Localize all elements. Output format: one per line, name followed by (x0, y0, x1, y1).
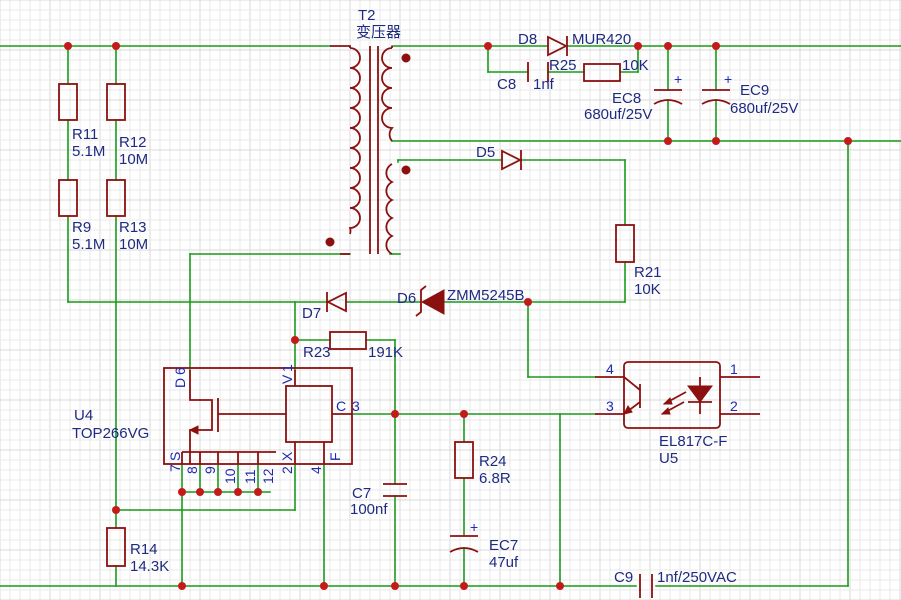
r14-value: 14.3K (130, 558, 169, 575)
capacitor-ec7 (449, 535, 479, 553)
capacitor-ec9 (701, 89, 731, 105)
optocoupler-u5 (595, 361, 760, 429)
transformer-t2 (325, 45, 411, 255)
u4-pin-s: S (167, 452, 183, 461)
capacitor-c7 (383, 483, 407, 497)
r12-ref: R12 (119, 134, 147, 151)
t2-value: 变压器 (356, 24, 401, 41)
r23-value: 191K (368, 344, 403, 361)
r21-value: 10K (634, 281, 661, 298)
zener-d6 (415, 285, 445, 317)
capacitor-c9 (639, 574, 653, 598)
r25-ref: R25 (549, 57, 577, 74)
u4-pin-c-num: 3 (352, 398, 360, 414)
capacitor-ec8 (653, 89, 683, 105)
d6-ref: D6 (397, 290, 416, 307)
resistor-r13 (106, 179, 126, 217)
r14-ref: R14 (130, 541, 158, 558)
u4-pin-f: F (327, 452, 343, 461)
u5-pin-2: 2 (730, 398, 738, 414)
ec9-plus: + (724, 71, 732, 87)
wires (0, 45, 901, 587)
c7-value: 100nf (350, 501, 388, 518)
r9-ref: R9 (72, 219, 91, 236)
u4-pin-9: 9 (202, 466, 218, 474)
r12-value: 10M (119, 151, 148, 168)
resistor-r14 (106, 527, 126, 567)
u5-pin-3: 3 (606, 398, 614, 414)
diode-d7 (325, 291, 347, 313)
u4-pin-d-num: 6 (172, 367, 188, 375)
u4-pin-s-num: 7 (167, 464, 183, 472)
resistor-r12 (106, 83, 126, 121)
u4-pin-8: 8 (184, 466, 200, 474)
ec9-ref: EC9 (740, 82, 769, 99)
r24-ref: R24 (479, 453, 507, 470)
u5-value: EL817C-F (659, 433, 727, 450)
d8-ref: D8 (518, 31, 537, 48)
u4-pin-10: 10 (222, 468, 238, 484)
capacitor-c8 (527, 62, 549, 82)
u5-pin-4: 4 (606, 361, 614, 377)
resistor-r21 (615, 224, 635, 263)
c9-ref: C9 (614, 569, 633, 586)
u4-pin-f-num: 4 (308, 466, 324, 474)
u4-pin-v: V (279, 374, 295, 384)
ec7-plus: + (470, 519, 478, 535)
d5-ref: D5 (476, 144, 495, 161)
r25-value: 10K (622, 57, 649, 74)
d6-value: ZMM5245B (447, 287, 525, 304)
d7-ref: D7 (302, 305, 321, 322)
d8-value: MUR420 (572, 31, 631, 48)
r11-value: 5.1M (72, 143, 105, 160)
u5-ref: U5 (659, 450, 678, 467)
resistor-r25 (583, 63, 621, 82)
ec8-ref: EC8 (612, 90, 641, 107)
r13-ref: R13 (119, 219, 147, 236)
c9-value: 1nf/250VAC (657, 569, 737, 586)
u4-pin-12: 12 (260, 468, 276, 484)
ec8-value: 680uf/25V (584, 106, 652, 123)
ec7-ref: EC7 (489, 537, 518, 554)
r23-ref: R23 (303, 344, 331, 361)
u5-pin-1: 1 (730, 361, 738, 377)
c8-value: 1nf (533, 76, 555, 93)
diode-d8 (547, 35, 569, 57)
resistor-r9 (58, 179, 78, 217)
u4-pin-x: X (279, 451, 295, 461)
diode-d5 (501, 149, 523, 171)
resistor-r11 (58, 83, 78, 121)
resistor-r24 (454, 441, 474, 479)
u4-pin-d: D (172, 378, 188, 388)
r11-ref: R11 (72, 126, 98, 143)
u4-pin-x-num: 2 (279, 466, 295, 474)
resistor-r23 (329, 331, 367, 350)
r9-value: 5.1M (72, 236, 105, 253)
c7-ref: C7 (352, 485, 371, 502)
u4-value: TOP266VG (72, 425, 149, 442)
u4-pin-11: 11 (242, 469, 258, 484)
u4-ref: U4 (74, 407, 93, 424)
c8-ref: C8 (497, 76, 516, 93)
r21-ref: R21 (634, 264, 662, 281)
t2-ref: T2 (358, 7, 376, 24)
junctions (64, 42, 852, 590)
r13-value: 10M (119, 236, 148, 253)
ic-u4 (163, 367, 353, 465)
ec9-value: 680uf/25V (730, 100, 798, 117)
u4-pin-v-num: 1 (279, 364, 295, 372)
r24-value: 6.8R (479, 470, 511, 487)
ec7-value: 47uf (489, 554, 519, 571)
u4-pin-c: C (336, 398, 346, 414)
ec8-plus: + (674, 71, 682, 87)
